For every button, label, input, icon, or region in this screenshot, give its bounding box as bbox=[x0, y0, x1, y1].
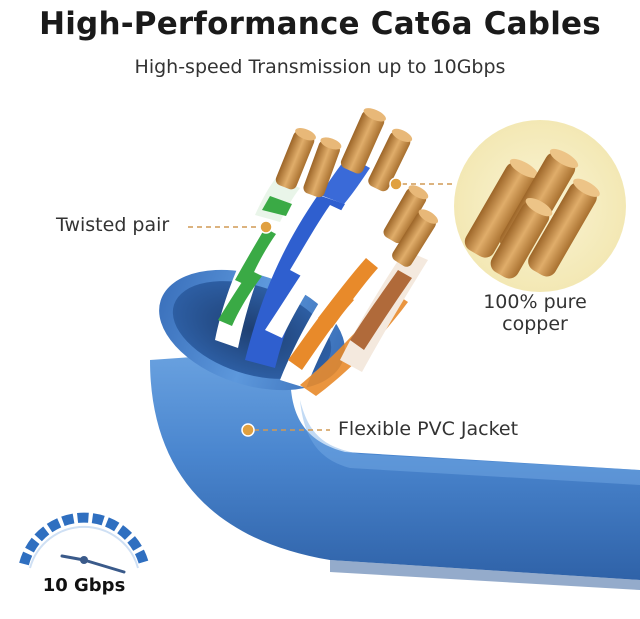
copper-label-line2: copper bbox=[502, 313, 568, 335]
copper-label-line1: 100% pure bbox=[483, 291, 587, 313]
copper-zoom-circle bbox=[454, 120, 626, 292]
callout-jacket bbox=[241, 423, 330, 437]
twisted-pair-label: Twisted pair bbox=[56, 214, 170, 236]
copper-label: 100% pure copper bbox=[470, 291, 600, 335]
speedometer-icon bbox=[14, 486, 154, 619]
speed-badge-label: 10 Gbps bbox=[42, 575, 126, 596]
copper-strand-icon bbox=[464, 148, 600, 279]
callout-copper bbox=[389, 177, 456, 191]
twisted-pairs bbox=[215, 156, 428, 396]
jacket-label: Flexible PVC Jacket bbox=[338, 418, 519, 440]
copper-conductors bbox=[275, 108, 439, 267]
page-subtitle: High-speed Transmission up to 10Gbps bbox=[134, 56, 506, 78]
page-title: High-Performance Cat6a Cables bbox=[39, 6, 601, 42]
callout-twisted-pair bbox=[188, 220, 273, 234]
